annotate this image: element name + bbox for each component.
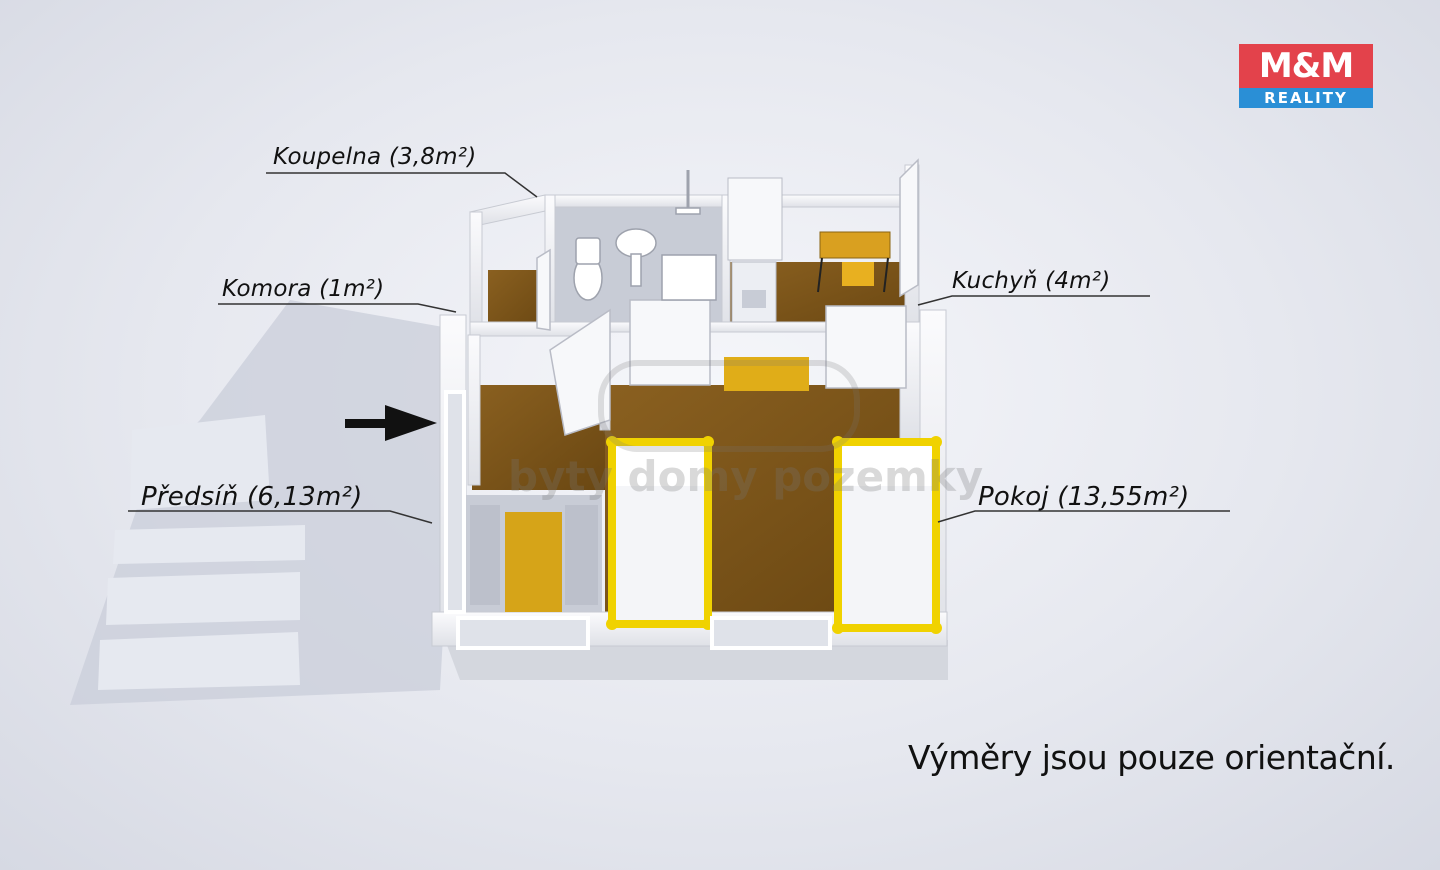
shelf-icon [470,505,500,605]
watermark-logo-icon [598,360,860,452]
door-kitchen-balcony [899,158,919,298]
kitchen-fixtures [727,177,891,323]
leader-koupelna [266,172,538,198]
leader-predsin [128,510,433,524]
room-label-komora: Komora (1m²) [222,276,385,302]
room-label-kuchyn: Kuchyň (4m²) [952,268,1111,294]
bed-left-icon [606,436,714,630]
leader-pokoj [937,510,1230,523]
logo-bottom-text: REALITY [1239,88,1373,108]
leader-kuchyn [917,295,1150,306]
disclaimer-text: Výměry jsou pouze orientační. [908,738,1395,777]
watermark-text: byty domy pozemky [508,452,984,501]
fridge-icon [727,177,783,261]
room-label-pokoj: Pokoj (13,55m²) [978,482,1190,512]
leader-komora [218,303,457,313]
sink-icon [615,228,657,258]
logo-top-text: M&M [1239,44,1373,88]
door-komora [536,248,551,331]
window-light-patches [98,415,305,690]
kitchen-table-icon [819,231,891,259]
front-windows [444,390,832,650]
bathroom-fixtures [573,170,717,301]
mm-reality-logo: M&M REALITY [1239,44,1373,108]
chair-icon [842,262,874,286]
shower-tray-icon [661,254,717,301]
leader-lines [128,172,1230,524]
room-label-predsin: Předsíň (6,13m²) [141,482,363,512]
room-furniture [470,357,809,612]
bed-right-icon [832,436,942,634]
table-icon [724,357,809,391]
room-label-koupelna: Koupelna (3,8m²) [273,144,477,170]
shelf-icon-2 [565,505,598,605]
entrance-arrow-icon [345,405,437,441]
door-koupelna [629,299,711,386]
beds [606,436,942,634]
bench-icon [505,512,562,612]
